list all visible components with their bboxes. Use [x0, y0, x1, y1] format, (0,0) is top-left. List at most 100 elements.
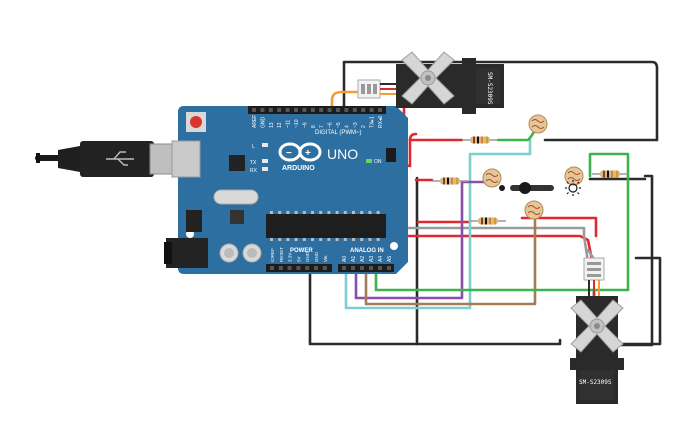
- header-pin[interactable]: [342, 266, 346, 270]
- photoresistor[interactable]: [528, 114, 548, 134]
- arduino-logo-plus: +: [305, 148, 311, 159]
- photoresistor[interactable]: [524, 200, 544, 220]
- usb-chip: [229, 155, 245, 171]
- header-pin[interactable]: [360, 266, 364, 270]
- servo-horn[interactable]: [401, 51, 455, 105]
- header-pin[interactable]: [294, 108, 298, 112]
- chip-pin: [376, 211, 380, 214]
- header-pin[interactable]: [369, 108, 374, 112]
- led-on-label: ON: [374, 159, 382, 165]
- wire-purple-a2[interactable]: [354, 180, 486, 300]
- pin-label: A0: [342, 256, 348, 262]
- pin-label: GND: [260, 117, 266, 129]
- bright-sun-icon: [565, 180, 581, 196]
- wire-black-right[interactable]: [618, 256, 662, 346]
- pin-label: GND: [305, 251, 310, 262]
- resistor[interactable]: [592, 170, 628, 178]
- slider-thumb[interactable]: [519, 182, 531, 194]
- pin-label: RX◂0: [378, 116, 384, 128]
- servo-bottom[interactable]: SM-S2309S: [570, 257, 624, 404]
- chip-pin: [327, 238, 331, 241]
- light-intensity-slider[interactable]: [499, 180, 581, 196]
- digital-header: [248, 106, 386, 114]
- chip-pin: [360, 238, 364, 241]
- resistor[interactable]: [462, 136, 498, 144]
- wire-black-lower-right[interactable]: [618, 174, 654, 347]
- header-pin[interactable]: [296, 266, 301, 270]
- wires: [298, 60, 662, 347]
- header-pin[interactable]: [361, 108, 366, 112]
- pin-label: ~10: [294, 119, 300, 128]
- header-pin[interactable]: [351, 266, 355, 270]
- usb-cable[interactable]: [35, 141, 187, 177]
- servo-body-inner: [580, 370, 614, 400]
- header-pin[interactable]: [277, 108, 282, 112]
- brand-label: ARDUINO: [282, 165, 315, 172]
- pin-label: 7: [319, 125, 325, 128]
- servo-top[interactable]: SM-S2309S: [357, 51, 504, 114]
- capacitor: [247, 248, 257, 258]
- chip-pin: [352, 211, 355, 214]
- chip-pin: [270, 238, 273, 241]
- header-pin[interactable]: [314, 266, 318, 270]
- pin-label: ~6: [328, 122, 334, 128]
- header-pin[interactable]: [327, 108, 332, 112]
- pin-label: A1: [351, 256, 357, 262]
- header-pin[interactable]: [302, 108, 307, 112]
- header-pin[interactable]: [285, 108, 290, 112]
- header-pin[interactable]: [260, 108, 265, 112]
- header-pin[interactable]: [252, 108, 256, 112]
- bottom-header-pins: [270, 266, 391, 270]
- pin-label: GND: [314, 251, 319, 262]
- pin-label: A3: [369, 256, 375, 262]
- header-pin[interactable]: [378, 266, 382, 270]
- wire-black-top[interactable]: [342, 60, 659, 142]
- atmega-chip: [266, 214, 386, 238]
- header-pin[interactable]: [310, 108, 315, 112]
- analog-header: [338, 264, 394, 272]
- resistor[interactable]: [432, 177, 468, 185]
- wire-brown-a3[interactable]: [364, 214, 537, 306]
- header-pin[interactable]: [378, 108, 382, 112]
- header-pin[interactable]: [319, 108, 324, 112]
- wire-green-a0[interactable]: [374, 152, 630, 292]
- chip-pin: [376, 238, 380, 241]
- led-on: [366, 159, 372, 163]
- servo-mount-tab: [570, 358, 624, 370]
- analog-label: ANALOG IN: [350, 248, 384, 254]
- digital-header-label: DIGITAL (PWM~): [315, 130, 362, 136]
- photoresistor[interactable]: [482, 168, 502, 188]
- header-pin[interactable]: [268, 108, 273, 112]
- servo-horn[interactable]: [570, 299, 624, 353]
- wire-black-bottom[interactable]: [308, 266, 562, 346]
- header-pin[interactable]: [322, 266, 327, 270]
- wire-orange[interactable]: [330, 90, 362, 116]
- resistor[interactable]: [470, 217, 506, 225]
- chip-pin: [302, 238, 306, 241]
- photoresistor[interactable]: [564, 166, 584, 186]
- chip-pin: [368, 238, 372, 241]
- header-pin[interactable]: [352, 108, 357, 112]
- digital-header-pins: [252, 108, 382, 112]
- power-jack-front: [164, 242, 172, 264]
- reset-button[interactable]: [190, 116, 202, 128]
- wire-red-right[interactable]: [520, 216, 598, 238]
- header-pin[interactable]: [278, 266, 283, 270]
- header-pin[interactable]: [387, 266, 391, 270]
- slider-track[interactable]: [510, 185, 554, 191]
- header-pin[interactable]: [270, 266, 274, 270]
- voltage-regulator: [186, 210, 202, 232]
- header-pin[interactable]: [369, 266, 373, 270]
- chip-pin: [294, 211, 298, 214]
- header-pin[interactable]: [336, 108, 340, 112]
- header-pin[interactable]: [287, 266, 292, 270]
- pin-label: A5: [387, 256, 393, 262]
- header-pin[interactable]: [344, 108, 349, 112]
- pin-label: 8: [311, 125, 317, 128]
- pin-label: IOREF: [270, 248, 275, 262]
- wire-cyan-a1[interactable]: [344, 138, 532, 310]
- pin-label: RESET: [279, 247, 284, 262]
- header-pin[interactable]: [305, 266, 310, 270]
